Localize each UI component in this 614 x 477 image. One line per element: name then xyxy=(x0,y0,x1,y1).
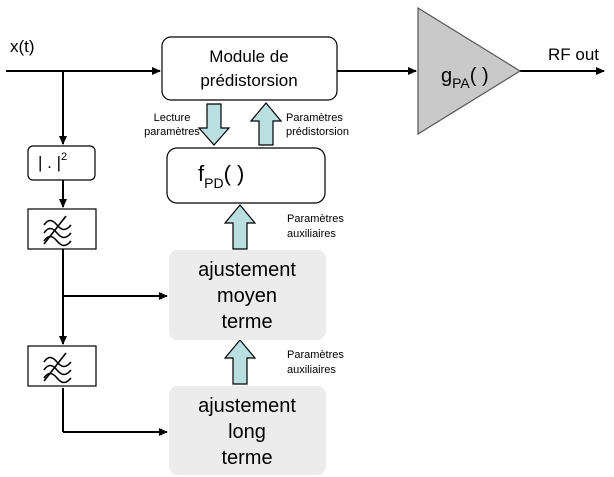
predistorter-function-box xyxy=(166,147,326,204)
amplifier-subscript: PA xyxy=(452,75,470,91)
amplifier-triangle xyxy=(417,6,522,136)
power-detector-box xyxy=(27,145,96,181)
medium-term-adjustment: ajustement moyen terme xyxy=(169,250,326,340)
power-detector: | . |2 xyxy=(27,145,96,181)
amplifier-func: g xyxy=(441,65,452,87)
long-term-line3: terme xyxy=(221,447,272,469)
predistortion-params-label-1: Paramètres xyxy=(286,112,343,124)
predistortion-params-arrow xyxy=(249,102,283,146)
low-pass-filter-icon xyxy=(43,215,72,247)
medium-term-line2: moyen xyxy=(217,285,277,307)
aux-params-upper-label-2: auxiliaires xyxy=(287,228,336,240)
predistorter-function: fPD( ) xyxy=(166,147,326,204)
aux-params-upper-label-1: Paramètres xyxy=(287,213,344,225)
aux-params-upper-arrow xyxy=(223,204,257,250)
read-params-label-1: Lecture xyxy=(154,112,191,124)
predistorter-function-args: ( ) xyxy=(224,161,245,186)
signal-lines xyxy=(6,67,605,436)
predistortion-module-line2: prédistorsion xyxy=(200,71,297,90)
medium-term-box xyxy=(169,250,326,340)
long-term-line2: long xyxy=(228,421,266,443)
long-term-box xyxy=(169,386,326,475)
predistorter-function-func: f xyxy=(198,161,205,186)
read-params-label-2: paramètres xyxy=(144,126,200,138)
output-label: RF out xyxy=(548,45,599,64)
power-detector-label: | . |2 xyxy=(38,151,67,172)
aux-params-lower-arrow xyxy=(223,339,257,385)
low-pass-filter-2 xyxy=(27,345,97,387)
predistortion-params-label-2: prédistorsion xyxy=(286,126,349,138)
amplifier-args: ( ) xyxy=(470,65,489,87)
filter-1-box xyxy=(27,208,97,250)
long-term-line1: ajustement xyxy=(198,395,296,417)
medium-term-line3: terme xyxy=(221,311,272,333)
low-pass-filter-1 xyxy=(27,208,97,250)
long-term-adjustment: ajustement long terme xyxy=(169,386,326,475)
amplifier: gPA( ) xyxy=(417,6,522,136)
medium-term-line1: ajustement xyxy=(198,259,296,281)
input-label: x(t) xyxy=(10,37,35,56)
power-detector-superscript: 2 xyxy=(61,151,67,163)
low-pass-filter-icon xyxy=(43,352,72,384)
predistorter-function-subscript: PD xyxy=(204,175,223,191)
predistortion-module-box xyxy=(161,36,338,101)
aux-params-lower-label-1: Paramètres xyxy=(287,349,344,361)
power-detector-text: | . | xyxy=(38,153,61,172)
amplifier-label: gPA( ) xyxy=(441,65,489,91)
read-params-arrow xyxy=(197,103,231,146)
predistorter-function-label: fPD( ) xyxy=(198,161,244,191)
predistortion-module: Module de prédistorsion xyxy=(161,36,338,101)
aux-params-lower-label-2: auxiliaires xyxy=(287,364,336,376)
hollow-arrows xyxy=(197,102,283,385)
predistortion-module-line1: Module de xyxy=(209,47,288,66)
